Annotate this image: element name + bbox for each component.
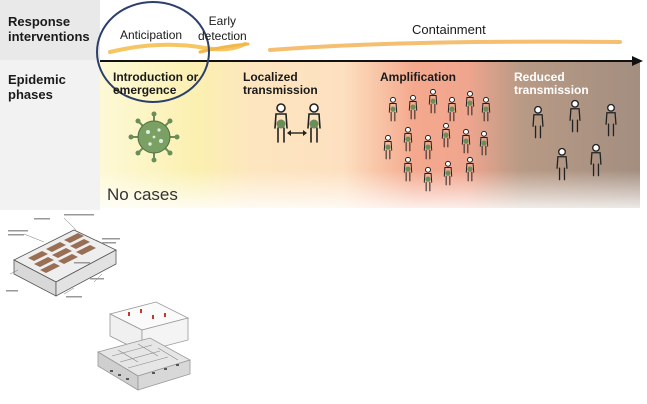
localized-persons [274, 103, 321, 143]
person-icon [461, 128, 471, 154]
floor-plan-diagram [96, 301, 192, 391]
person-icon [569, 99, 581, 133]
person-icon [441, 122, 451, 148]
person-icon [479, 130, 489, 156]
containment-swoosh [268, 39, 622, 52]
person-icon [590, 143, 602, 177]
reduced-persons [532, 99, 617, 181]
person-icon [403, 156, 413, 182]
response-interventions-label: Response interventions [8, 14, 90, 44]
highlight-circle [96, 1, 210, 103]
amplification-crowd [383, 88, 491, 192]
person-icon [274, 103, 288, 143]
anticipation-swoosh [108, 42, 247, 54]
person-icon [481, 96, 491, 122]
person-icon [383, 134, 393, 160]
person-icon [447, 96, 457, 122]
phase-title-localized: Localized transmission [243, 70, 318, 97]
containment-label: Containment [412, 22, 486, 37]
phases-label-bg [0, 60, 100, 210]
person-icon [408, 94, 418, 120]
phase-title-amplification: Amplification [380, 70, 457, 84]
person-icon [388, 96, 398, 122]
phase-title-reduced: Reduced transmission [514, 70, 589, 97]
person-icon [532, 105, 544, 139]
diagram-graphics [96, 1, 643, 192]
person-icon [307, 103, 321, 143]
person-icon [403, 126, 413, 152]
timeline-arrow-head [632, 56, 643, 66]
phase-band-fade [100, 170, 640, 210]
early-detection-label: Early detection [198, 14, 247, 43]
person-icon [556, 147, 568, 181]
person-icon [605, 103, 617, 137]
person-icon [428, 88, 438, 114]
no-cases-label: No cases [107, 185, 178, 204]
double-arrow [287, 130, 307, 136]
person-icon [465, 90, 475, 116]
virus-icon [128, 111, 180, 163]
anticipation-label: Anticipation [120, 28, 183, 42]
person-icon [443, 160, 453, 186]
person-icon [465, 156, 475, 182]
epidemic-phases-label: Epidemic phases [8, 72, 66, 102]
response-label-bg [0, 0, 100, 60]
early-detection-swoosh [198, 42, 250, 54]
person-icon [423, 166, 433, 192]
person-icon [423, 134, 433, 160]
building-diagram [6, 214, 120, 298]
phase-title-introduction: Introduction or emergence [113, 70, 199, 97]
